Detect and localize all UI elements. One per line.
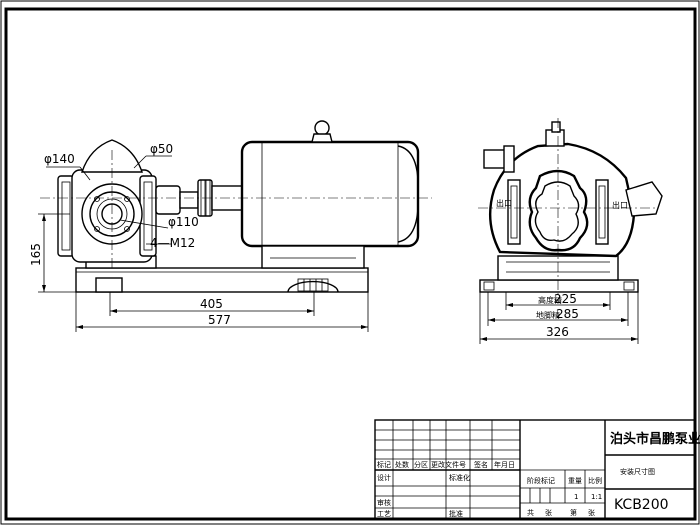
motor-foot [261,245,365,269]
tb-scale: 比例 [588,476,602,485]
label-outlet-right: 出口 [612,200,628,210]
tb-sheet-word: 张 [545,508,552,517]
dim-165: 165 [29,243,43,266]
label-225: 高度精 [538,295,562,305]
dim-phi110: φ110 [168,215,199,229]
side-view: φ140 φ50 φ110 4—M12 165 405 577 [29,120,432,332]
tb-scale-value: 1:1 [591,493,602,501]
tb-process: 工艺 [377,510,391,518]
dim-405: 405 [200,297,223,311]
tb-sheet-word-2: 张 [588,508,595,517]
dim-phi140: φ140 [44,152,75,166]
title-block: 标记 处数 分区 更改文件号 签名 年月日 设计 标准化 审核 工艺 批准 阶段… [374,419,700,520]
tb-design: 设计 [377,473,391,482]
tb-page: 第 [570,508,577,517]
lifting-eye [311,120,333,143]
dim-326: 326 [546,325,569,339]
tb-approve: 批准 [449,509,463,518]
tb-zone: 分区 [414,460,428,469]
label-outlet-left: 出口 [496,198,512,208]
dim-225: 225 [554,292,577,306]
sheet-inner-frame [4,7,697,521]
tb-standardization: 标准化 [449,473,470,482]
end-base [479,279,639,293]
tb-company: 泊头市昌鹏泵业 [610,431,700,447]
gear-housing [528,169,589,252]
tb-weight: 重量 [568,477,582,485]
dim-phi50: φ50 [150,142,173,156]
dim-m12: 4—M12 [150,236,195,250]
end-view: 出口 出口 高度精 225 地脚精 285 326 [478,118,663,344]
tb-stage-mark: 阶段标记 [527,476,555,485]
motor-end-cap [397,145,419,243]
tb-weight-value: 1 [574,493,578,501]
tb-change-doc: 更改文件号 [431,460,466,469]
tb-total: 共 [527,508,534,517]
bearing-housing [155,185,181,215]
dim-577: 577 [208,313,231,327]
tb-model: KCB200 [614,497,669,513]
dim-285: 285 [556,307,579,321]
foot-left [95,277,123,293]
tb-mark: 标记 [377,460,391,469]
end-left-pipe [483,149,507,169]
tb-count: 处数 [395,460,409,469]
tb-date: 年月日 [494,460,515,469]
tb-sign: 签名 [474,460,488,469]
shaft [179,191,199,209]
end-right-outlet [625,181,663,217]
tb-drawing-name: 安装尺寸图 [620,467,655,476]
tb-review: 审核 [377,498,391,507]
foot-right-slots [287,278,339,293]
label-285: 地脚精 [536,310,560,320]
motor-body [240,140,420,248]
baseplate [75,267,369,293]
